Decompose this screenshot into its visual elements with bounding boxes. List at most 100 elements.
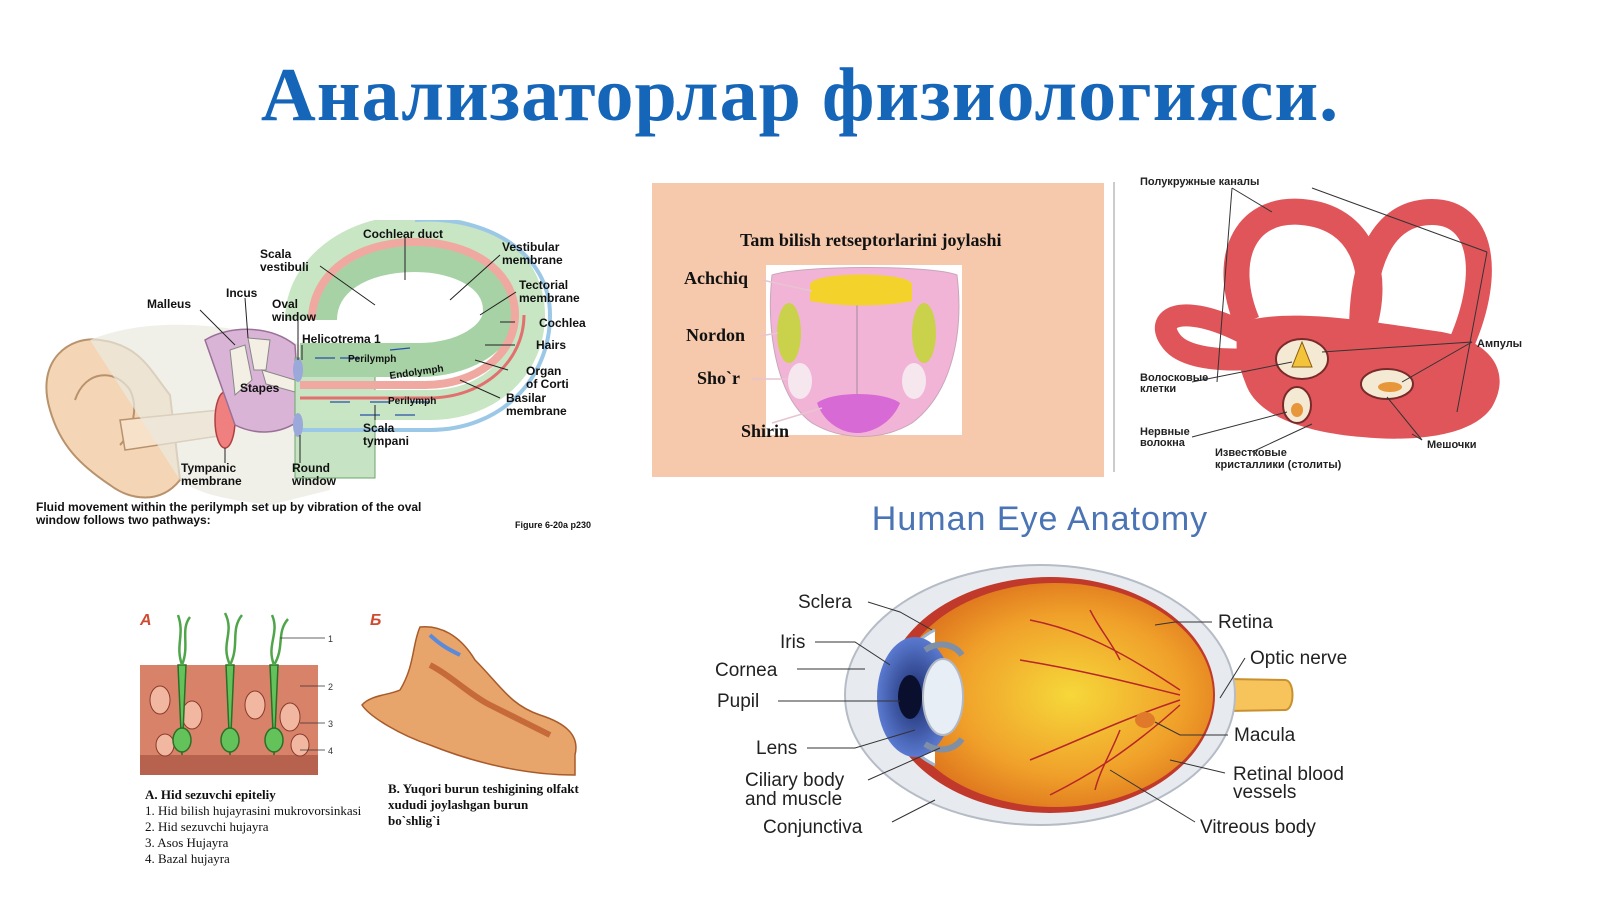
label-scala-tympani: Scala xyxy=(363,421,395,435)
lens xyxy=(922,658,964,736)
retinal-vessels xyxy=(1019,609,1181,796)
label-stapes: Stapes xyxy=(240,381,280,395)
label-cochlea: Cochlea xyxy=(539,316,586,330)
taste-map-svg: Tam bilish retseptorlarini joylashi Achc… xyxy=(652,183,1104,477)
eye-label-optic-nerve: Optic nerve xyxy=(1250,648,1347,669)
label-vestibular-membrane: Vestibular xyxy=(502,240,560,254)
olfactory-b-line-1: B. Yuqori burun teshigining olfakt xyxy=(388,781,580,796)
label-vestibular-membrane-2: membrane xyxy=(502,253,563,267)
label-round-window-2: window xyxy=(291,474,337,488)
ear-caption-line-2: window follows two pathways: xyxy=(35,513,211,527)
label-oval-window-2: window xyxy=(271,310,317,324)
sweet-zone xyxy=(817,394,900,433)
olfactory-cilia xyxy=(176,612,289,666)
salty-zone-left xyxy=(788,363,812,399)
ear-figure-reference: Figure 6-20a p230 xyxy=(515,520,591,530)
cupula xyxy=(1291,340,1313,368)
eye-label-retinal-vessels: Retinal blood xyxy=(1233,764,1344,785)
label-hair-cells: Волосковые xyxy=(1140,372,1208,384)
olfactory-num-3: 3 xyxy=(328,719,333,729)
label-nerve-fibers: Нервные xyxy=(1140,426,1190,438)
label-incus: Incus xyxy=(226,286,258,300)
label-cochlear-duct: Cochlear duct xyxy=(363,227,443,241)
flow-arrows xyxy=(315,347,430,416)
label-scala-vestibuli: Scala xyxy=(260,247,292,261)
sour-zone-right xyxy=(912,303,936,363)
macula-spot xyxy=(1135,712,1155,728)
ear-leader-lines xyxy=(199,238,517,463)
round-window xyxy=(293,413,303,437)
ear-caption-line-1: Fluid movement within the perilymph set … xyxy=(36,500,421,514)
taste-label-salty: Sho`r xyxy=(697,368,740,388)
taste-map-panel: Tam bilish retseptorlarini joylashi Achc… xyxy=(652,183,1104,477)
label-basilar-membrane-2: membrane xyxy=(506,404,567,418)
eye-leader-lines xyxy=(778,601,1246,823)
taste-label-bitter: Achchiq xyxy=(684,268,748,288)
label-organ-of-corti: Organ xyxy=(526,364,561,378)
label-round-window: Round xyxy=(292,461,330,475)
eye-label-iris: Iris xyxy=(780,632,805,653)
salty-zone-right xyxy=(902,363,926,399)
label-malleus: Malleus xyxy=(147,297,191,311)
malleus-bone xyxy=(229,344,253,397)
cochlear-duct xyxy=(300,237,520,389)
basilar-line xyxy=(300,314,526,400)
olfactory-leader-lines xyxy=(280,637,325,751)
nasal-cavity xyxy=(361,626,577,776)
label-helicotrema: Helicotrema 1 xyxy=(302,332,381,346)
label-semicircular-canals: Полукружные каналы xyxy=(1140,176,1259,188)
ciliary-body xyxy=(923,641,965,753)
incus-bone xyxy=(247,337,271,371)
eye-label-vitreous-body: Vitreous body xyxy=(1200,817,1316,838)
eye-label-ciliary-body: Ciliary body xyxy=(745,770,845,791)
label-otoliths: Известковые xyxy=(1215,447,1287,459)
label-perilymph-top: Perilymph xyxy=(348,354,396,365)
olfactory-a-item-2: 2. Hid sezuvchi hujayra xyxy=(145,819,269,834)
label-scala-vestibuli-2: vestibuli xyxy=(260,260,309,274)
bitter-zone xyxy=(810,274,912,306)
cochlea-diagram: Cochlear duct Scala vestibuli Vestibular… xyxy=(35,220,591,530)
taste-map-heading: Tam bilish retseptorlarini joylashi xyxy=(740,230,1002,250)
olfactory-region xyxy=(428,633,461,657)
olfactory-a-item-4: 4. Bazal hujayra xyxy=(145,851,230,866)
eye-label-conjunctiva: Conjunctiva xyxy=(763,817,863,838)
label-organ-of-corti-2: of Corti xyxy=(526,377,569,391)
perilymph-outer xyxy=(300,220,553,432)
label-tympanic-membrane-2: membrane xyxy=(181,474,242,488)
label-oval-window: Oval xyxy=(272,297,298,311)
label-otoliths-2: кристаллики (столиты) xyxy=(1215,459,1342,471)
eye-title: Human Eye Anatomy xyxy=(871,500,1209,538)
label-tectorial-membrane-2: membrane xyxy=(519,291,580,305)
label-ampullae: Ампулы xyxy=(1477,338,1522,350)
taste-label-sweet: Shirin xyxy=(741,421,789,441)
eye-label-retina: Retina xyxy=(1218,612,1273,633)
scala-vestibuli-duct xyxy=(300,237,518,377)
olfactory-letter-b: Б xyxy=(370,612,381,629)
label-scala-tympani-2: tympani xyxy=(363,434,409,448)
eye-diagram: Sclera Iris Cornea Pupil Lens Ciliary bo… xyxy=(715,564,1347,838)
saccule-macula xyxy=(1291,403,1303,417)
olfactory-diagram: А 1 2 3 4 Б A. Hid sezuvchi epiteliy 1. … xyxy=(139,612,580,866)
epithelium-cells xyxy=(149,685,310,757)
pupil xyxy=(898,675,922,719)
page-title: Анализаторлар физиологияси. xyxy=(260,53,1340,137)
taste-label-sour: Nordon xyxy=(686,325,745,345)
basal-layer xyxy=(140,755,318,775)
olfactory-num-4: 4 xyxy=(328,746,333,756)
label-perilymph-bottom: Perilymph xyxy=(388,396,436,407)
olfactory-b-line-3: bo`shlig`i xyxy=(388,813,440,828)
nasal-turbinate xyxy=(428,662,552,738)
label-tympanic-membrane: Tympanic xyxy=(181,461,236,475)
eye-label-pupil: Pupil xyxy=(717,691,759,712)
oval-window xyxy=(293,358,303,382)
label-sacs: Мешочки xyxy=(1427,439,1477,451)
middle-ear xyxy=(204,328,301,433)
eye-label-macula: Macula xyxy=(1234,725,1296,746)
eye-label-lens: Lens xyxy=(756,738,797,759)
eye-label-sclera: Sclera xyxy=(798,592,852,613)
taste-leader-lines xyxy=(752,279,823,424)
olfactory-a-item-1: 1. Hid bilish hujayrasini mukrovorsinkas… xyxy=(145,803,362,818)
eye-label-cornea: Cornea xyxy=(715,660,778,681)
olfactory-num-2: 2 xyxy=(328,682,333,692)
olfactory-num-1: 1 xyxy=(328,634,333,644)
